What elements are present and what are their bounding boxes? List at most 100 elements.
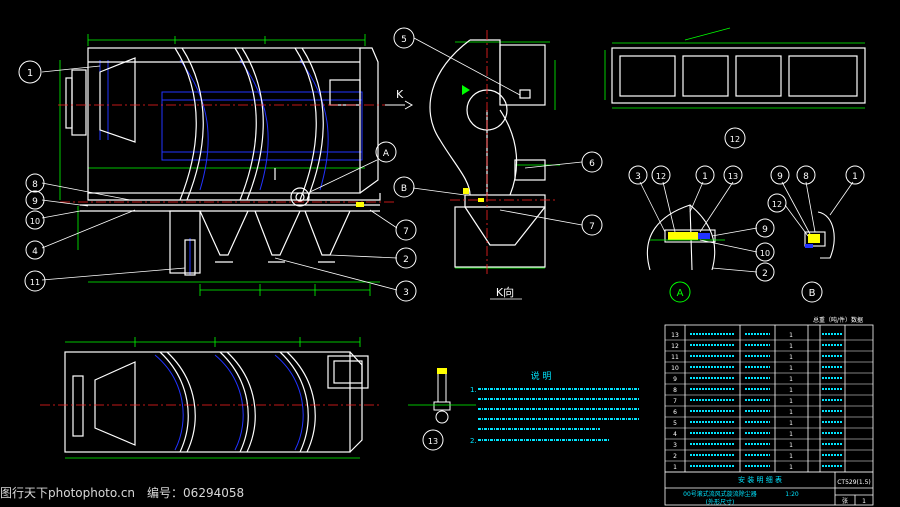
balloon-main-9: 9 — [25, 190, 45, 210]
balloon-frame-12: 12 — [724, 127, 746, 149]
bom-row-number: 12 — [671, 343, 679, 350]
balloon-text: 9 — [777, 172, 783, 182]
balloon-text: 8 — [803, 172, 809, 182]
balloon-main-3: 3 — [395, 280, 417, 302]
balloon-text: 1 — [852, 172, 858, 182]
balloon-text: 4 — [32, 247, 38, 257]
equipment-subtitle: (外形尺寸) — [706, 498, 735, 506]
bom-row-number: 7 — [673, 398, 677, 405]
detail-b-title: B — [801, 281, 823, 303]
bom-row-number: 13 — [671, 332, 679, 339]
watermark-site: 图行天下photophoto.cn — [0, 486, 136, 500]
balloon-main-10: 10 — [25, 210, 45, 230]
balloon-main-11: 11 — [24, 270, 46, 292]
balloon-text: 9 — [32, 197, 38, 207]
frame-view: 12 — [604, 27, 866, 149]
bom-row-number: 1 — [673, 464, 677, 471]
balloon-detA-1: 1 — [695, 165, 715, 185]
bom-row-number: 11 — [671, 354, 679, 361]
sheet-label: 张 — [842, 497, 848, 505]
bom-row-qty: 1 — [789, 387, 793, 394]
balloon-k-B: B — [393, 176, 415, 198]
detail-title-text: B — [809, 288, 816, 299]
balloon-text: 7 — [589, 222, 595, 232]
balloon-main-7: 7 — [395, 219, 417, 241]
balloon-text: A — [383, 149, 390, 159]
balloon-text: 2 — [762, 269, 768, 279]
watermark-id: 06294058 — [183, 486, 245, 500]
balloon-detA-10: 10 — [755, 242, 775, 262]
bom-row-number: 3 — [673, 442, 677, 449]
balloon-text: 3 — [403, 288, 409, 298]
note-1-number: 1. — [470, 386, 477, 394]
bom-part-names — [690, 333, 842, 467]
balloon-main-2: 2 — [395, 247, 417, 269]
balloon-detA-12: 12 — [651, 165, 671, 185]
bom-row-number: 9 — [673, 376, 677, 383]
bom-title: 安 装 明 细 表 — [738, 475, 782, 484]
balloon-detB-8: 8 — [796, 165, 816, 185]
bom-row-qty: 1 — [789, 420, 793, 427]
bom-row-qty: 1 — [789, 398, 793, 405]
title-block-header: 总重（吨/件）数据 — [813, 316, 863, 324]
bom-row-qty: 1 — [789, 332, 793, 339]
balloon-detA-2: 2 — [755, 262, 775, 282]
balloon-text: 5 — [401, 35, 407, 45]
balloon-text: 8 — [32, 180, 38, 190]
bom-row-number: 8 — [673, 387, 677, 394]
detail-a-title: A — [669, 281, 691, 303]
detail-a: 3 12 1 13 9 10 2 A — [628, 165, 775, 303]
bottom-plan-view — [40, 337, 380, 459]
balloon-main-1: 1 — [18, 60, 42, 84]
equipment-name: 00号滚式流风式旋流除尘器 — [683, 490, 757, 498]
bom-row-qty: 1 — [789, 365, 793, 372]
k-arrow-label: K — [396, 88, 404, 101]
balloon-text: 3 — [635, 172, 641, 182]
sheet-number: 1 — [862, 498, 866, 505]
detail-title-text: A — [677, 288, 684, 299]
bom-row-number: 2 — [673, 453, 677, 460]
bom-row-qty: 1 — [789, 354, 793, 361]
drawing-code: CT529(1.5) — [837, 479, 871, 486]
notes-block: 说 明 1. 2. — [470, 370, 640, 445]
balloon-detB-1: 1 — [845, 165, 865, 185]
watermark-id-label: 编号： — [147, 486, 184, 500]
scale: 1:20 — [785, 491, 799, 498]
bom-row-qty: 1 — [789, 453, 793, 460]
balloon-detB-9: 9 — [770, 165, 790, 185]
balloon-text: 10 — [30, 217, 40, 226]
balloon-text: 2 — [403, 255, 409, 265]
bolt-detail: 13 — [408, 368, 476, 451]
balloon-k-7: 7 — [581, 214, 603, 236]
balloon-text: 1 — [27, 68, 33, 79]
balloon-text: 9 — [762, 225, 768, 235]
balloon-detA-9: 9 — [755, 218, 775, 238]
balloon-detA-13: 13 — [723, 165, 743, 185]
balloon-detB-12: 12 — [767, 193, 787, 213]
bom-row-number: 6 — [673, 409, 677, 416]
bom-row-qty: 1 — [789, 343, 793, 350]
bom-row-qty: 1 — [789, 409, 793, 416]
balloon-text: 6 — [589, 159, 595, 169]
balloon-k-6: 6 — [581, 151, 603, 173]
watermark: 图行天下photophoto.cn 编号：06294058 — [0, 484, 256, 502]
balloon-text: 12 — [730, 135, 740, 144]
balloon-text: 13 — [728, 172, 738, 181]
bom-row-number: 10 — [671, 365, 679, 372]
balloon-text: 10 — [760, 249, 770, 258]
k-view-label: K向 — [496, 285, 514, 299]
balloon-k-5: 5 — [393, 27, 415, 49]
balloon-text: 7 — [403, 227, 409, 237]
balloon-main-8: 8 — [25, 173, 45, 193]
bom-row-qty: 1 — [789, 442, 793, 449]
note-1-text — [478, 388, 640, 430]
detail-b: 9 8 1 12 B — [767, 165, 865, 303]
balloon-text: 11 — [30, 278, 40, 287]
balloon-detA-3: 3 — [628, 165, 648, 185]
bom-row-number: 5 — [673, 420, 677, 427]
bom-row-number: 4 — [673, 431, 677, 438]
note-2-number: 2. — [470, 437, 477, 445]
main-elevation-view: K — [58, 34, 414, 296]
